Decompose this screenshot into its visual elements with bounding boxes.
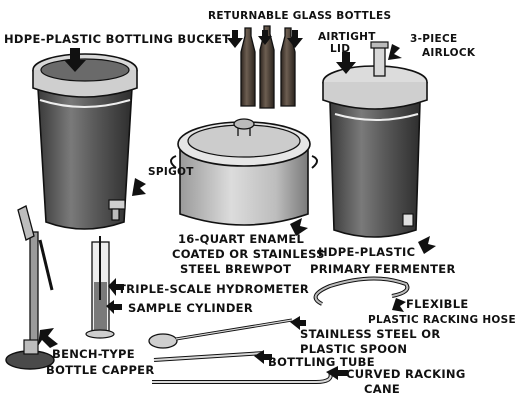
pointer-arrows (38, 30, 436, 380)
arrow-lid (336, 52, 356, 74)
airlock (370, 41, 389, 77)
racking-cane (152, 371, 333, 384)
arrow-airlock (388, 44, 402, 60)
spigot (108, 199, 126, 221)
glass-bottles (240, 25, 296, 109)
label-airtight-lid-line1: AIRTIGHT (318, 31, 376, 43)
arrow-bottling-tube (254, 350, 272, 364)
arrow-cylinder (106, 300, 122, 314)
brewpot (170, 118, 318, 226)
label-capper-line1: BENCH-TYPE (52, 347, 135, 361)
label-racking-hose-line2: PLASTIC RACKING HOSE (368, 314, 516, 326)
arrow-hydrometer (108, 278, 124, 296)
arrow-bottle-1 (227, 30, 243, 48)
arrow-hose (392, 298, 406, 312)
primary-fermenter (322, 65, 428, 238)
arrow-bottle-2 (258, 30, 272, 45)
label-fermenter-line1: HDPE-PLASTIC (318, 245, 416, 259)
racking-hose (313, 276, 410, 306)
bottling-bucket (32, 53, 138, 230)
arrow-spigot (132, 178, 146, 196)
label-fermenter-line2: PRIMARY FERMENTER (310, 262, 456, 276)
arrow-brewpot (290, 218, 308, 236)
label-capper-line2: BOTTLE CAPPER (46, 363, 155, 377)
arrow-spoon (290, 316, 306, 330)
label-spoon-line2: PLASTIC SPOON (300, 342, 408, 356)
label-bottling-bucket: HDPE-PLASTIC BOTTLING BUCKET (4, 32, 231, 46)
label-spigot: SPIGOT (148, 166, 194, 178)
label-spoon-line1: STAINLESS STEEL OR (300, 327, 441, 341)
label-racking-hose-line1: FLEXIBLE (406, 297, 469, 311)
label-brewpot-line3: STEEL BREWPOT (180, 262, 292, 276)
spoon (148, 318, 293, 349)
arrow-racking-cane (326, 366, 348, 380)
label-glass-bottles: RETURNABLE GLASS BOTTLES (208, 10, 392, 22)
label-airtight-lid-line2: LID (330, 43, 351, 55)
label-racking-cane-line2: CANE (364, 382, 401, 396)
label-hydrometer: TRIPLE-SCALE HYDROMETER (118, 282, 310, 296)
label-airlock-line1: 3-PIECE (410, 33, 458, 45)
label-racking-cane-line1: CURVED RACKING (346, 367, 466, 381)
label-brewpot-line1: 16-QUART ENAMEL (178, 232, 305, 246)
arrow-fermenter (418, 236, 436, 254)
arrow-bucket (64, 48, 86, 72)
arrow-bottle-3 (287, 30, 303, 48)
label-airlock-line2: AIRLOCK (422, 47, 476, 59)
arrow-capper (38, 328, 58, 348)
fermenter-spigot (402, 213, 414, 227)
bottling-tube (153, 351, 265, 362)
label-sample-cylinder: SAMPLE CYLINDER (128, 301, 253, 315)
bench-capper (5, 205, 55, 370)
label-brewpot-line2: COATED OR STAINLESS (172, 247, 325, 261)
sample-cylinder (85, 236, 115, 339)
label-bottling-tube: BOTTLING TUBE (268, 355, 375, 369)
